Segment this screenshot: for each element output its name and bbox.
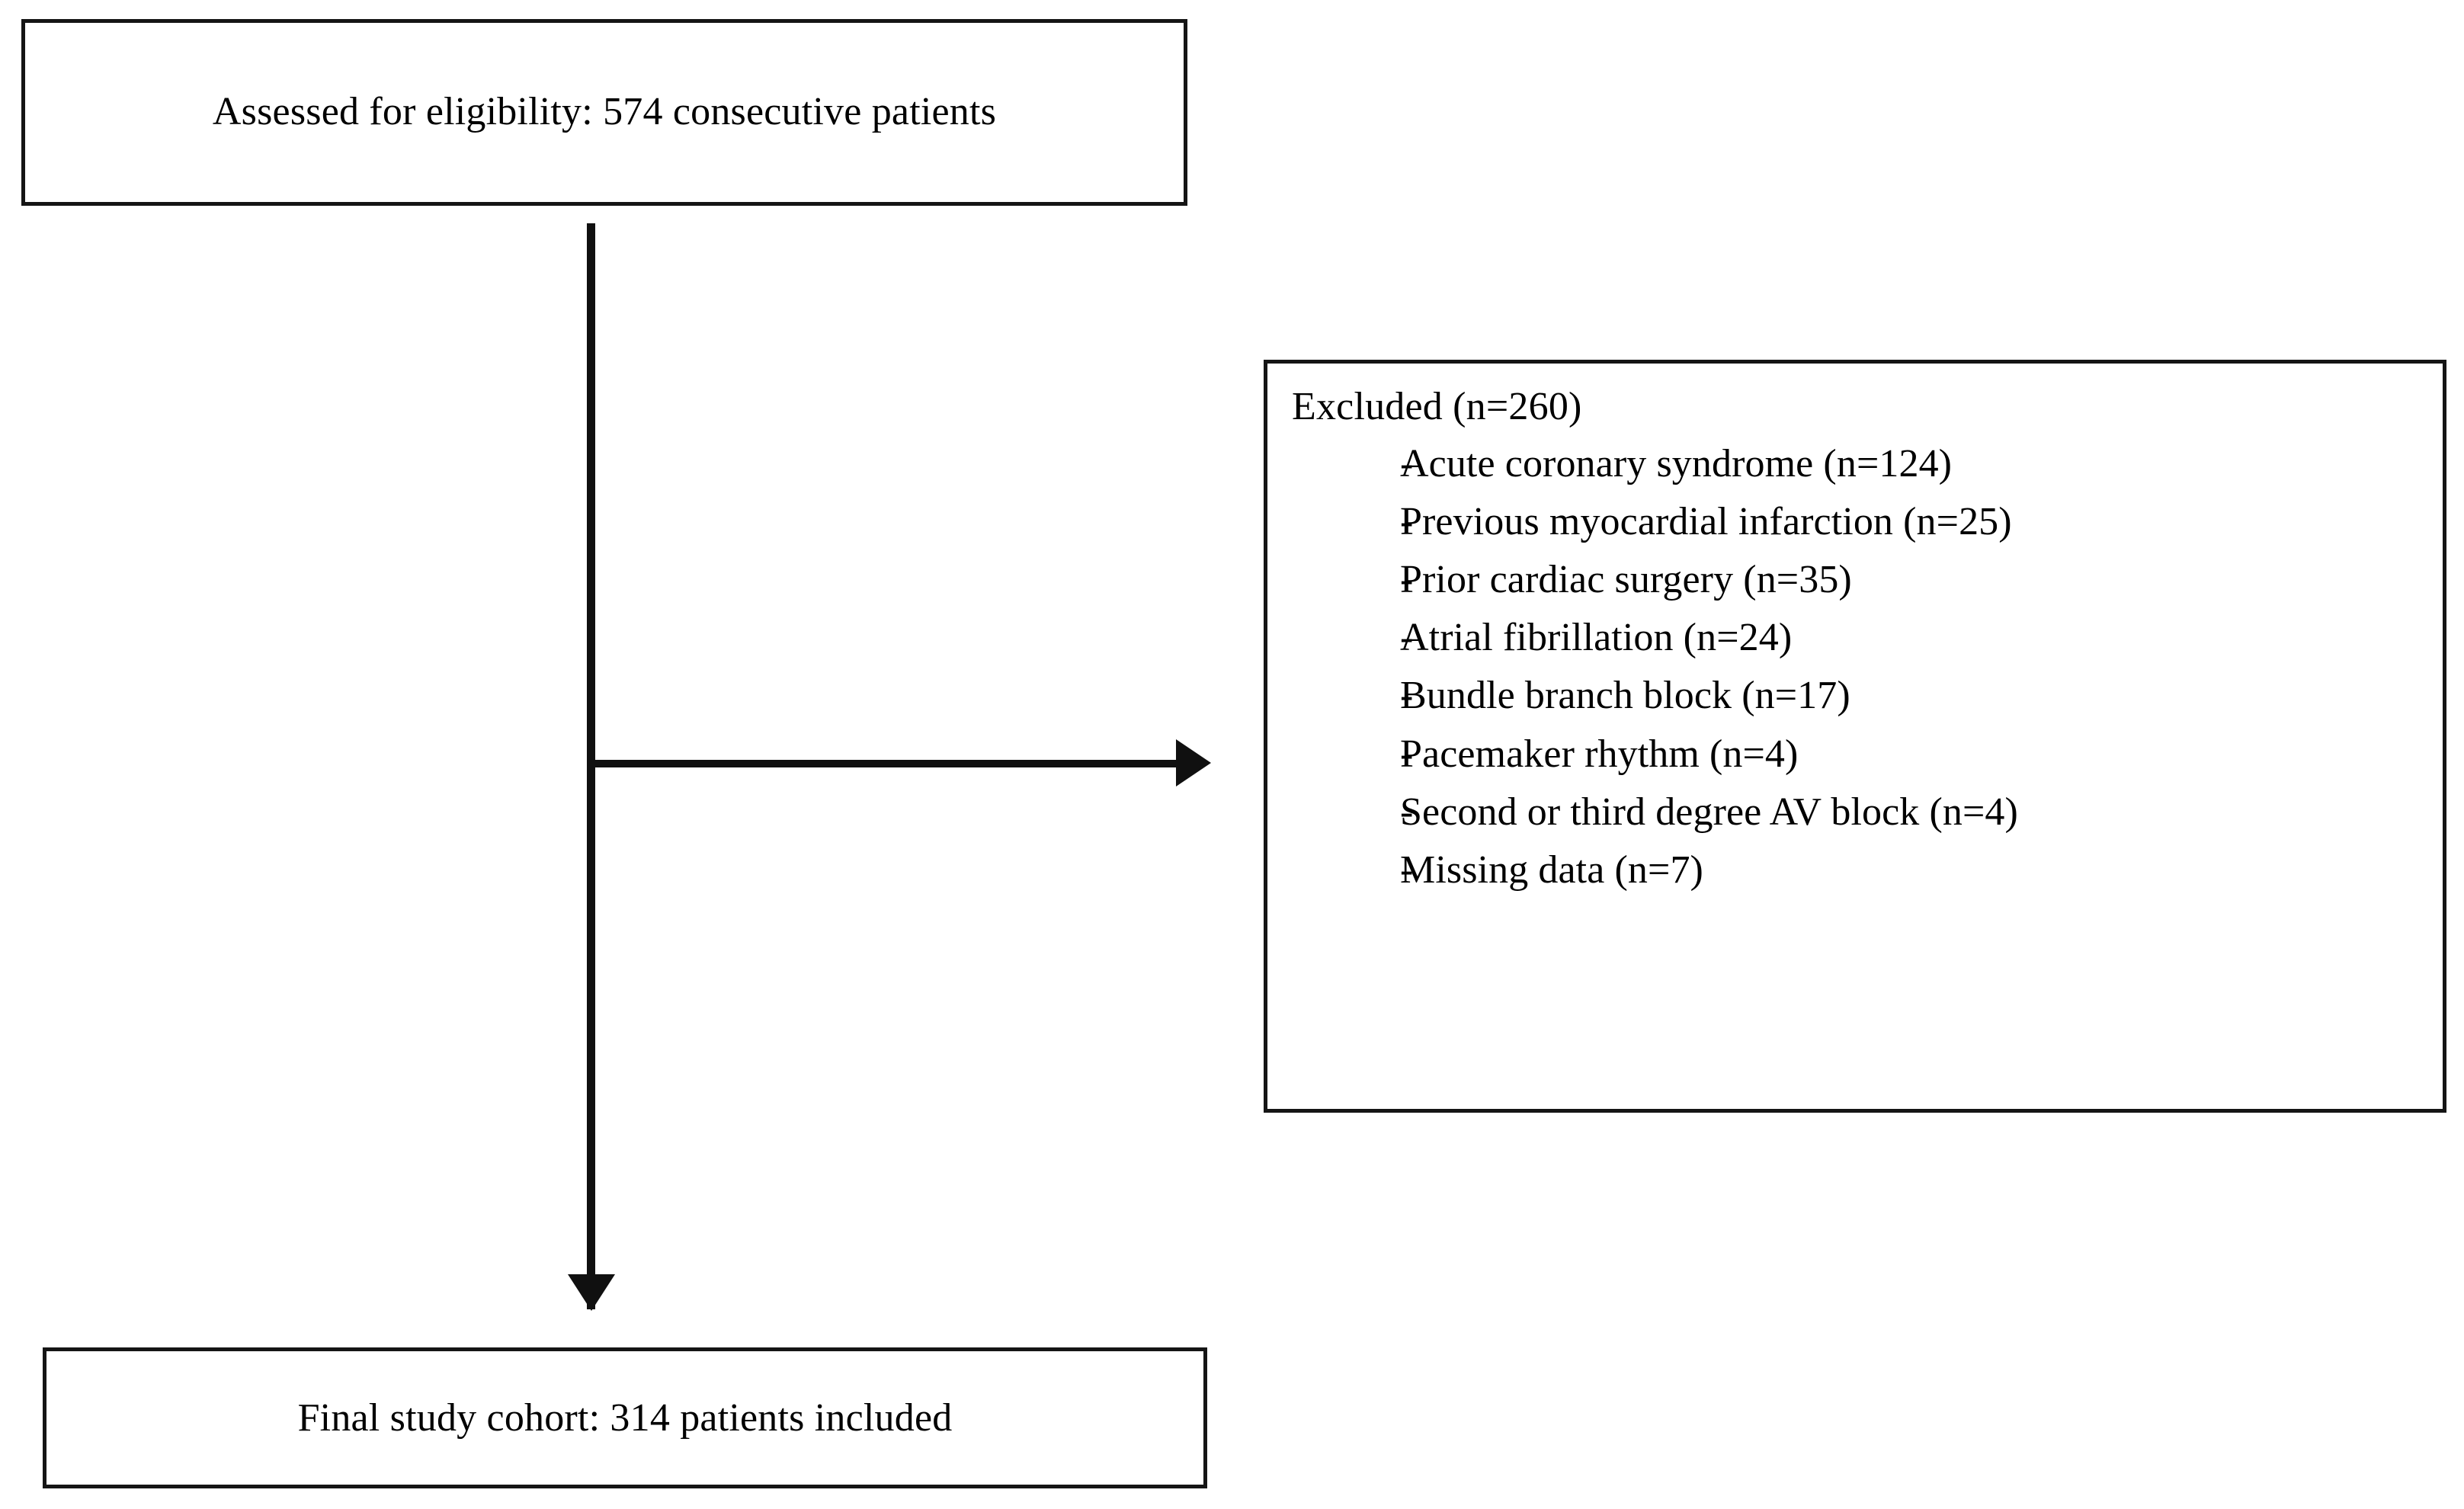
excluded-reason-label: Missing data (n=7) — [1400, 847, 1703, 892]
excluded-reason-label: Prior cardiac surgery (n=35) — [1400, 558, 1852, 602]
excluded-reason-label: Previous myocardial infarction (n=25) — [1400, 500, 2012, 544]
dash-bullet-icon: - — [1400, 790, 1414, 834]
excluded-reason-label: Atrial fibrillation (n=24) — [1400, 616, 1793, 660]
dash-bullet-icon: - — [1400, 847, 1414, 892]
arrow-right-icon — [1176, 739, 1211, 787]
list-item: - Atrial fibrillation (n=24) — [1292, 608, 2443, 666]
excluded-reason-label: Bundle branch block (n=17) — [1400, 674, 1850, 718]
dash-bullet-icon: - — [1400, 500, 1414, 544]
final-study-cohort-text: Final study cohort: 314 patients include… — [297, 1395, 953, 1440]
excluded-reason-label: Second or third degree AV block (n=4) — [1400, 790, 2018, 834]
dash-bullet-icon: - — [1400, 442, 1414, 486]
excluded-title: Excluded (n=260) — [1292, 385, 1582, 428]
assessed-for-eligibility-text: Assessed for eligibility: 574 consecutiv… — [212, 90, 997, 134]
list-item: - Previous myocardial infarction (n=25) — [1292, 492, 2443, 550]
list-item: - Prior cardiac surgery (n=35) — [1292, 550, 2443, 608]
dash-bullet-icon: - — [1400, 616, 1414, 660]
dash-bullet-icon: - — [1400, 558, 1414, 602]
horizontal-flow-line — [595, 760, 1182, 767]
assessed-for-eligibility-box: Assessed for eligibility: 574 consecutiv… — [21, 19, 1187, 206]
arrow-down-icon — [568, 1274, 615, 1311]
excluded-reasons-list: - Acute coronary syndrome (n=124) - Prev… — [1292, 434, 2443, 898]
excluded-reason-label: Pacemaker rhythm (n=4) — [1400, 732, 1799, 776]
vertical-flow-line — [587, 223, 595, 1309]
final-study-cohort-box: Final study cohort: 314 patients include… — [43, 1347, 1207, 1488]
list-item: - Missing data (n=7) — [1292, 841, 2443, 899]
list-item: - Second or third degree AV block (n=4) — [1292, 783, 2443, 841]
excluded-box: Excluded (n=260) - Acute coronary syndro… — [1264, 360, 2446, 1113]
list-item: - Bundle branch block (n=17) — [1292, 666, 2443, 724]
list-item: - Acute coronary syndrome (n=124) — [1292, 434, 2443, 492]
list-item: - Pacemaker rhythm (n=4) — [1292, 725, 2443, 783]
dash-bullet-icon: - — [1400, 732, 1414, 776]
dash-bullet-icon: - — [1400, 674, 1414, 718]
excluded-reason-label: Acute coronary syndrome (n=124) — [1400, 442, 1953, 486]
